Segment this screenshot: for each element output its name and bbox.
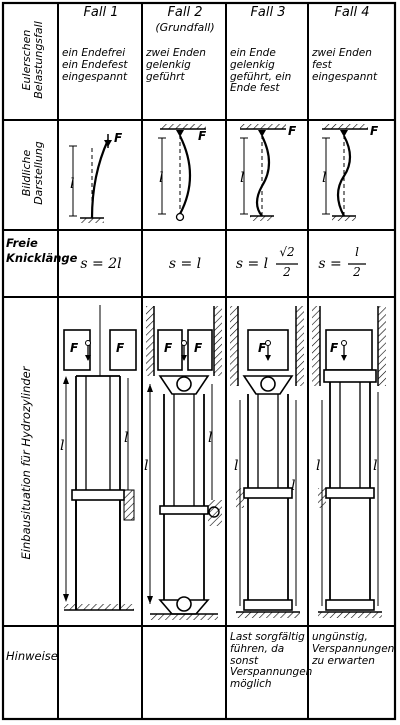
case3-desc: ein Ende gelenkig geführt, ein Ende fest [230,47,292,95]
cylinder-case4-drawing: F l l [312,306,386,618]
case2-title: Fall 2 [167,5,203,20]
euler-case3-drawing: l F [240,124,297,221]
row-label-einbau: Einbausituation für Hydrozylinder [19,366,33,560]
svg-text:l: l [240,170,244,186]
svg-text:F: F [194,341,203,355]
case2-desc: zwei Enden gelenkig geführt [146,47,206,83]
case2-subtitle: (Grundfall) [155,21,215,34]
knick-formula-case4: s = [318,256,342,272]
knick-formula-case1: s = 2l [80,256,122,272]
svg-text:F: F [370,124,379,138]
case1-desc: ein Endefrei ein Endefest eingespannt [62,47,128,83]
svg-text:F: F [198,129,207,143]
case4-desc: zwei Enden fest eingespannt [312,47,378,83]
svg-text:F: F [258,341,267,355]
cylinder-case1-drawing: F F l l [60,305,137,611]
hinweis-case4: ungünstig, Verspannungen zu erwarten [312,631,395,667]
knick-formula-case2: s = l [168,256,202,272]
svg-text:l: l [234,458,238,474]
knick-formula-case3-num: √2 [279,245,295,259]
knick-formula-case3-den: 2 [283,265,291,279]
svg-text:F: F [116,341,125,355]
euler-case1-drawing: l F [69,131,123,223]
svg-text:l: l [144,458,148,474]
row-label-knicklaenge: Freie Knicklänge [6,236,78,265]
svg-text:F: F [114,131,123,145]
svg-text:l: l [291,478,295,494]
case3-title: Fall 3 [250,5,286,20]
euler-case2-drawing: l F [158,124,207,222]
cylinder-case2-drawing: F F l l [144,306,222,620]
svg-text:l: l [373,458,377,474]
svg-text:l: l [316,458,320,474]
row-label-hinweise: Hinweise [6,649,58,663]
case1-title: Fall 1 [83,5,119,20]
svg-text:F: F [330,341,339,355]
case4-title: Fall 4 [334,5,370,20]
knick-formula-case4-den: 2 [353,265,361,279]
knick-formula-case4-num: l [355,245,359,259]
svg-text:l: l [124,430,128,446]
svg-text:l: l [60,438,64,454]
cylinder-case3-drawing: F l l [230,306,304,618]
row-label-belastungsfall: Eulerschen Belastungsfall [20,21,46,99]
svg-text:l: l [208,430,212,446]
row-label-bildliche: Bildliche Darstellung [20,141,46,205]
svg-text:F: F [288,124,297,138]
svg-text:l: l [159,170,163,186]
svg-text:F: F [164,341,173,355]
euler-case4-drawing: l F [322,124,379,221]
knick-formula-case3: s = l [235,256,269,272]
hinweis-case3: Last sorgfältig führen, da sonst Verspan… [230,631,313,690]
svg-text:l: l [322,170,326,186]
svg-text:l: l [70,176,74,192]
svg-text:F: F [70,341,79,355]
